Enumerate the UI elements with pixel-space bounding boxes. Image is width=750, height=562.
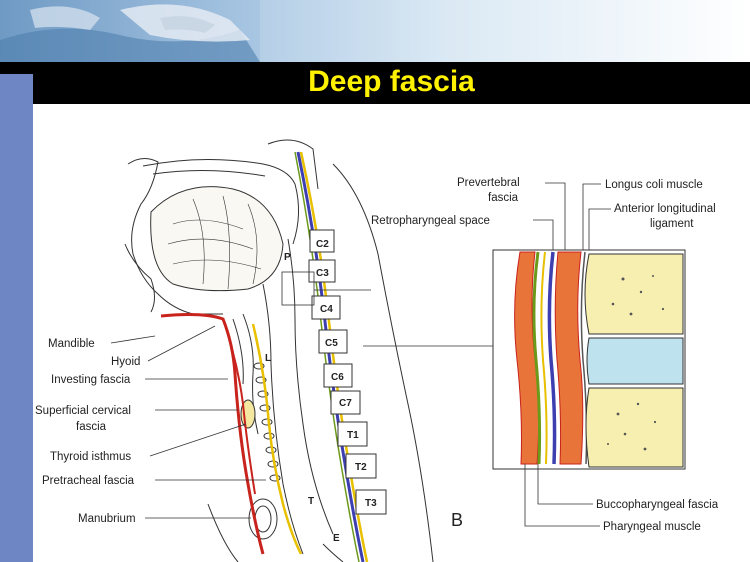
label-anterior-longitudinal: Anterior longitudinal xyxy=(614,203,716,215)
label-thyroid-isthmus: Thyroid isthmus xyxy=(50,451,131,463)
buccopharyngeal-fascia-band xyxy=(532,251,542,465)
label-superficial-cervical: Superficial cervical xyxy=(35,405,131,417)
vertebral-body-upper xyxy=(584,253,684,335)
label-hyoid: Hyoid xyxy=(111,356,140,368)
pharyngeal-muscle-band xyxy=(514,251,540,465)
vertebra-label-t2: T2 xyxy=(355,462,367,473)
label-prevertebral: Prevertebral xyxy=(457,177,520,189)
header-banner xyxy=(0,0,750,62)
detail-panel xyxy=(492,249,686,470)
title-bar: Deep fascia xyxy=(33,62,750,104)
letter-e: E xyxy=(333,533,340,544)
vertebra-label-c6: C6 xyxy=(331,372,344,383)
strap-muscle-line xyxy=(222,318,256,495)
label-manubrium: Manubrium xyxy=(78,513,136,525)
longus-coli-band xyxy=(554,251,584,465)
slide-title: Deep fascia xyxy=(308,65,475,98)
label-mandible: Mandible xyxy=(48,338,95,350)
vertebra-label-c2: C2 xyxy=(316,239,329,250)
label-pretracheal-fascia: Pretracheal fascia xyxy=(42,475,135,487)
neck-fascia-diagram: C2 C3 C4 C5 C6 C7 T1 T2 T3 P L T E Mandi… xyxy=(35,139,719,562)
label-retropharyngeal-space: Retropharyngeal space xyxy=(371,215,490,227)
label-buccopharyngeal-fascia: Buccopharyngeal fascia xyxy=(596,499,719,511)
label-superficial-fascia: fascia xyxy=(76,421,107,433)
vertebra-label-t3: T3 xyxy=(365,498,377,509)
surgeons-banner-image xyxy=(0,0,750,62)
vertebra-label-c3: C3 xyxy=(316,268,329,279)
label-investing-fascia: Investing fascia xyxy=(51,374,131,386)
letter-t: T xyxy=(308,496,314,507)
prevertebral-fascia-band xyxy=(547,251,557,465)
vertebra-label-c5: C5 xyxy=(325,338,338,349)
vertebral-body-lower xyxy=(585,387,684,468)
vertebra-label-c7: C7 xyxy=(339,398,352,409)
vertebra-bodies xyxy=(308,229,387,515)
side-accent-bar xyxy=(0,74,33,562)
vertebra-label-c4: C4 xyxy=(320,304,333,315)
intervertebral-disc xyxy=(586,337,684,385)
bone-stipple xyxy=(607,275,665,451)
investing-fascia-line xyxy=(160,313,265,555)
left-leader-lines xyxy=(110,325,266,519)
label-prevertebral-fascia: fascia xyxy=(488,192,519,204)
panel-letter: B xyxy=(451,510,463,530)
detail-leader-lines xyxy=(524,182,611,527)
sagittal-section xyxy=(124,139,434,562)
label-ligament: ligament xyxy=(650,218,694,230)
pretracheal-fascia-line xyxy=(251,323,303,555)
label-pharyngeal-muscle: Pharyngeal muscle xyxy=(603,521,701,533)
tracheal-rings xyxy=(253,362,281,482)
detail-connector xyxy=(281,271,493,347)
label-longus-coli: Longus coli muscle xyxy=(605,179,703,191)
letter-l: L xyxy=(265,353,271,364)
retropharyngeal-space-band xyxy=(540,251,548,465)
letter-p: P xyxy=(284,252,291,263)
side-strip xyxy=(0,62,33,74)
vertebra-label-t1: T1 xyxy=(347,430,359,441)
